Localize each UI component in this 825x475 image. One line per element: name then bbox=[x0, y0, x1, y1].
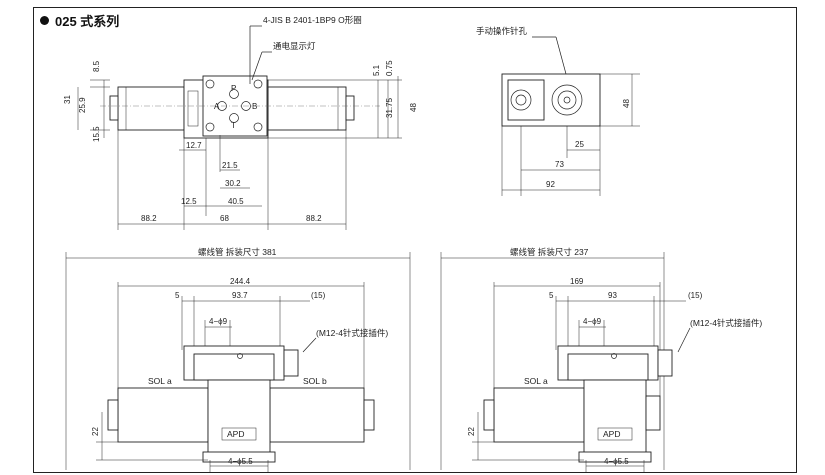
bullet-icon bbox=[40, 16, 49, 25]
dim-4-phi-9-right: 4−ϕ9 bbox=[583, 317, 602, 326]
dim-12-5: 12.5 bbox=[181, 197, 197, 206]
dim-48: 48 bbox=[409, 103, 418, 112]
connector-note: (M12-4针式接插件) bbox=[316, 328, 388, 338]
drawing-frame bbox=[33, 7, 797, 473]
dim-5-1: 5.1 bbox=[372, 64, 381, 76]
dim-93: 93 bbox=[608, 291, 617, 300]
solenoid-a-right bbox=[493, 387, 585, 443]
top-view: P T A B 4-JIS B 2401-1BP9 O形圈 通电显示灯 8.5 … bbox=[63, 15, 418, 230]
port-a-label: A bbox=[214, 102, 220, 111]
dim-40-5: 40.5 bbox=[228, 197, 244, 206]
apd-plate-right bbox=[597, 427, 633, 441]
dim-30-2: 30.2 bbox=[225, 179, 241, 188]
dim-25: 25 bbox=[575, 140, 584, 149]
removal-dim-237: 螺线管 拆装尺寸 237 bbox=[510, 247, 589, 257]
dim-92: 92 bbox=[546, 180, 555, 189]
dim-0-75: 0.75 bbox=[385, 60, 394, 76]
solenoid-right bbox=[267, 86, 347, 131]
removal-dim-381: 螺线管 拆装尺寸 381 bbox=[198, 247, 277, 257]
dim-8-5: 8.5 bbox=[92, 60, 101, 72]
front-view-double: 螺线管 拆装尺寸 381 244.4 5 93.7 (15) 4−ϕ9 (M12… bbox=[65, 247, 411, 472]
valve-body-front bbox=[207, 379, 271, 461]
port-p bbox=[229, 89, 239, 99]
sol-a-label-right: SOL a bbox=[524, 376, 548, 386]
dim-5-right: 5 bbox=[549, 291, 554, 300]
dim-93-7: 93.7 bbox=[232, 291, 248, 300]
front-view-single: 螺线管 拆装尺寸 237 169 5 93 (15) 4−ϕ9 (M12-4针式… bbox=[440, 247, 762, 472]
dim-25-9: 25.9 bbox=[78, 97, 87, 113]
series-title-text: 025 式系列 bbox=[55, 14, 120, 29]
dim-4-phi-5-5: 4−ϕ5.5 bbox=[228, 457, 253, 466]
sol-b-label: SOL b bbox=[303, 376, 327, 386]
apd-plate bbox=[221, 427, 257, 441]
bolt-hole bbox=[253, 122, 263, 132]
dim-15-right: (15) bbox=[688, 291, 703, 300]
sol-a-label: SOL a bbox=[148, 376, 172, 386]
dim-73: 73 bbox=[555, 160, 564, 169]
oring-note: 4-JIS B 2401-1BP9 O形圈 bbox=[263, 15, 362, 25]
manual-override-right bbox=[345, 95, 355, 121]
dim-4-phi-9: 4−ϕ9 bbox=[209, 317, 228, 326]
connector-end bbox=[510, 89, 532, 111]
dim-5: 5 bbox=[175, 291, 180, 300]
dim-15-5: 15.5 bbox=[92, 126, 101, 142]
bolt-hole bbox=[205, 79, 215, 89]
m12-connector-right bbox=[657, 349, 673, 377]
manual-override-left bbox=[109, 95, 119, 121]
dim-15: (15) bbox=[311, 291, 326, 300]
brand-label-right: APD bbox=[603, 429, 620, 439]
port-b-label: B bbox=[252, 102, 257, 111]
port-t bbox=[229, 113, 239, 123]
manual-override-end bbox=[551, 84, 583, 116]
dim-88-2-right: 88.2 bbox=[306, 214, 322, 223]
connector-note-right: (M12-4针式接插件) bbox=[690, 318, 762, 328]
dim-12-7: 12.7 bbox=[186, 141, 202, 150]
dim-22-right: 22 bbox=[467, 427, 476, 436]
valve-body-front-right bbox=[583, 379, 647, 461]
dim-68: 68 bbox=[220, 214, 229, 223]
brand-label: APD bbox=[227, 429, 244, 439]
dim-244-4: 244.4 bbox=[230, 277, 251, 286]
lamp-note: 通电显示灯 bbox=[273, 41, 316, 51]
dim-88-2-left: 88.2 bbox=[141, 214, 157, 223]
port-p-label: P bbox=[231, 84, 236, 93]
manual-pin-note: 手动操作针孔 bbox=[476, 26, 528, 36]
dim-169: 169 bbox=[570, 277, 584, 286]
dim-31: 31 bbox=[63, 95, 72, 104]
solenoid-b bbox=[269, 387, 365, 443]
bolt-hole bbox=[205, 122, 215, 132]
series-title: 025 式系列 bbox=[40, 11, 119, 30]
dim-21-5: 21.5 bbox=[222, 161, 238, 170]
dim-48-side: 48 bbox=[622, 99, 631, 108]
dim-4-phi-5-5-right: 4−ϕ5.5 bbox=[604, 457, 629, 466]
bolt-hole bbox=[253, 79, 263, 89]
solenoid-a bbox=[117, 387, 209, 443]
m12-connector bbox=[283, 349, 299, 377]
port-b bbox=[241, 101, 251, 111]
dim-31-75: 31.75 bbox=[385, 97, 394, 118]
solenoid-left bbox=[117, 86, 185, 131]
port-t-label: T bbox=[231, 121, 236, 130]
side-view: 手动操作针孔 48 25 73 92 bbox=[476, 26, 640, 196]
dim-22: 22 bbox=[91, 427, 100, 436]
